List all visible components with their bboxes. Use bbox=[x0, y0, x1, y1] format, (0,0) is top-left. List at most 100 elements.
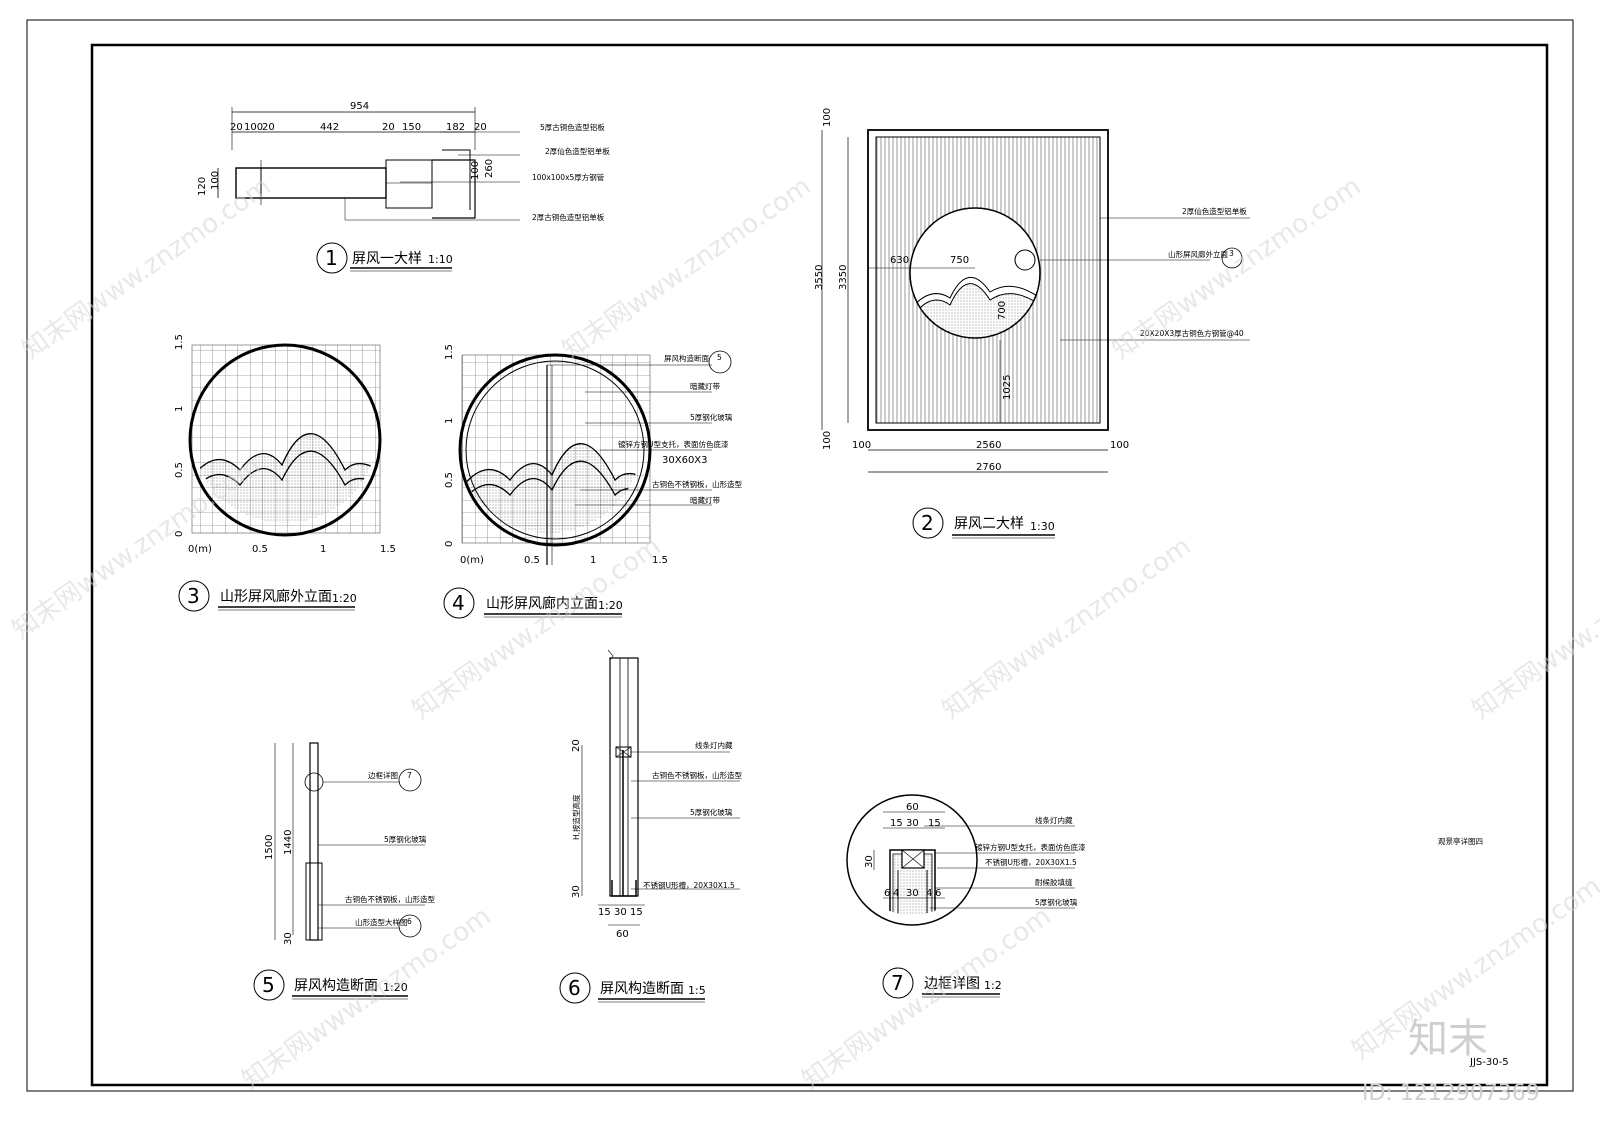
d4-num: 4 bbox=[452, 591, 465, 615]
d4-ref: 5 bbox=[717, 353, 722, 362]
d1-title: 屏风一大样 bbox=[352, 251, 422, 267]
d1-dim-1: 20 bbox=[230, 122, 243, 133]
d2-note-1: 2厚仙色造型铝单板 bbox=[1182, 206, 1247, 216]
d3-y-3: 0.5 bbox=[174, 462, 185, 478]
d5-title: 屏风构造断面 bbox=[294, 978, 378, 994]
detail-5-section: 1500 1440 30 边框详图 7 5厚钢化玻璃 古铜色不锈钢板，山形造型 … bbox=[253, 742, 435, 1001]
d1-scale: 1:10 bbox=[428, 253, 453, 266]
d2-dim-h2: 3350 bbox=[838, 265, 849, 290]
watermarks: 知末网www.znzmo.com 知末网www.znzmo.com 知末网www… bbox=[7, 171, 1600, 1095]
d6-dim-60: 60 bbox=[616, 929, 629, 940]
d1-vdim-100: 100 bbox=[210, 171, 221, 190]
d7-note-5: 5厚钢化玻璃 bbox=[1035, 897, 1078, 907]
d1-vdim-120: 120 bbox=[197, 177, 208, 196]
detail-4-inner-elevation: 1.5 1 0.5 0 0(m) 0.5 1 1.5 5 屏风构造断面 暗藏灯带… bbox=[443, 344, 742, 619]
d5-note-4: 山形造型大样图 bbox=[355, 917, 408, 927]
d6-num: 6 bbox=[568, 976, 581, 1000]
d4-x-4: 1.5 bbox=[652, 555, 668, 566]
d2-num: 2 bbox=[921, 511, 934, 535]
d1-dim-3: 20 bbox=[262, 122, 275, 133]
d6-note-2: 古铜色不锈钢板，山形造型 bbox=[652, 770, 742, 780]
d6-note-3: 5厚钢化玻璃 bbox=[690, 807, 733, 817]
detail-1-plan: 954 20 100 20 442 20 150 182 20 120 100 … bbox=[197, 101, 610, 274]
d6-dim-20: 20 bbox=[571, 739, 582, 752]
d7-dim-6a: 6 bbox=[884, 888, 890, 899]
watermark: 知末网www.znzmo.com bbox=[557, 171, 817, 365]
d7-dim-15b: 15 bbox=[928, 818, 941, 829]
d4-note-7: 暗藏灯带 bbox=[690, 495, 720, 505]
d5-dim-1500: 1500 bbox=[264, 835, 275, 860]
d4-title: 山形屏风廊内立面 bbox=[486, 595, 598, 612]
d7-note-3: 不锈钢U形槽，20X30X1.5 bbox=[985, 857, 1077, 867]
d2-scale: 1:30 bbox=[1030, 520, 1055, 533]
d2-dim-750: 750 bbox=[950, 255, 969, 266]
d5-num: 5 bbox=[262, 973, 275, 997]
d7-dim-30c: 30 bbox=[906, 888, 919, 899]
detail-7-frame-detail: 60 15 30 15 30 6 4 30 4 6 线条灯内藏 镀锌方钢U型支托… bbox=[846, 794, 1086, 999]
d2-dim-1025: 1025 bbox=[1002, 375, 1013, 400]
d7-dim-15a: 15 bbox=[890, 818, 903, 829]
d6-scale: 1:5 bbox=[688, 984, 706, 997]
sheet-name: 观景亭详图四 bbox=[1438, 836, 1483, 846]
d5-dim-30: 30 bbox=[283, 932, 294, 945]
d3-x-3: 1 bbox=[320, 544, 326, 555]
d5-ref-7: 7 bbox=[407, 771, 412, 780]
d7-scale: 1:2 bbox=[984, 979, 1002, 992]
d2-dim-wt: 2760 bbox=[976, 462, 1001, 473]
d2-ref: 3 bbox=[1229, 249, 1234, 258]
watermark: 知末网www.znzmo.com bbox=[797, 901, 1057, 1095]
d6-note-4: 不锈钢U形槽，20X30X1.5 bbox=[643, 880, 735, 890]
sheet-code: JJS-30-5 bbox=[1469, 1057, 1509, 1068]
d4-y-4: 0 bbox=[444, 541, 455, 547]
d7-note-1: 线条灯内藏 bbox=[1035, 815, 1073, 825]
d4-note-6: 古铜色不锈钢板，山形造型 bbox=[652, 479, 742, 489]
d6-title: 屏风构造断面 bbox=[600, 981, 684, 997]
d4-note-3: 5厚钢化玻璃 bbox=[690, 412, 733, 422]
d1-note-4: 2厚古铜色造型铝单板 bbox=[532, 212, 605, 222]
d1-note-3: 100x100x5厚方钢管 bbox=[532, 172, 605, 182]
watermark: 知末网www.znzmo.com bbox=[17, 171, 277, 365]
detail-3-outer-elevation: 1.5 1 0.5 0 0(m) 0.5 1 1.5 3 山形屏风廊外立面 1:… bbox=[174, 334, 396, 612]
d2-dim-h1: 3550 bbox=[814, 265, 825, 290]
detail-2-elevation: 100 3550 3350 100 630 750 1025 700 100 2… bbox=[814, 108, 1250, 539]
d6-dim-30: 30 bbox=[571, 885, 582, 898]
d3-y-1: 1.5 bbox=[174, 334, 185, 350]
d5-note-3: 古铜色不锈钢板，山形造型 bbox=[345, 894, 435, 904]
d2-dim-630: 630 bbox=[890, 255, 909, 266]
image-id: ID: 1212907369 bbox=[1362, 1081, 1540, 1106]
d3-x-2: 0.5 bbox=[252, 544, 268, 555]
d1-dim-8: 20 bbox=[474, 122, 487, 133]
d4-note-1: 屏风构造断面 bbox=[664, 353, 709, 363]
logo: 知末 bbox=[1408, 1016, 1488, 1062]
d7-dim-30b: 30 bbox=[864, 855, 875, 868]
d7-dim-4b: 4 bbox=[926, 888, 932, 899]
d3-scale: 1:20 bbox=[332, 592, 357, 605]
d4-x-2: 0.5 bbox=[524, 555, 540, 566]
inner-frame bbox=[90, 43, 1549, 1087]
d2-dim-wl: 100 bbox=[852, 440, 871, 451]
d2-dim-top: 100 bbox=[822, 108, 833, 127]
d1-dim-4: 442 bbox=[320, 122, 339, 133]
d7-dim-4a: 4 bbox=[893, 888, 899, 899]
d3-y-4: 0 bbox=[174, 531, 185, 537]
d1-dim-6: 150 bbox=[402, 122, 421, 133]
watermark: 知末网www.znzmo.com bbox=[7, 451, 267, 645]
d7-dim-6b: 6 bbox=[935, 888, 941, 899]
d5-scale: 1:20 bbox=[383, 981, 408, 994]
d3-num: 3 bbox=[187, 584, 200, 608]
d4-scale: 1:20 bbox=[598, 599, 623, 612]
d1-dim-2: 100 bbox=[244, 122, 263, 133]
d4-note-5: 30X60X3 bbox=[662, 455, 708, 466]
d2-title: 屏风二大样 bbox=[954, 516, 1024, 532]
d1-note-2: 2厚仙色造型铝单板 bbox=[545, 146, 610, 156]
d5-dim-1440: 1440 bbox=[283, 830, 294, 855]
d5-ref-6: 6 bbox=[407, 917, 412, 926]
d6-dim-15a: 15 bbox=[598, 907, 611, 918]
d1-vdim-r2: 100 bbox=[470, 161, 481, 180]
d1-vdim-r1: 260 bbox=[484, 159, 495, 178]
d7-dim-30a: 30 bbox=[906, 818, 919, 829]
d3-y-2: 1 bbox=[174, 406, 185, 412]
d4-note-2: 暗藏灯带 bbox=[690, 381, 720, 391]
d4-y-1: 1.5 bbox=[444, 344, 455, 360]
